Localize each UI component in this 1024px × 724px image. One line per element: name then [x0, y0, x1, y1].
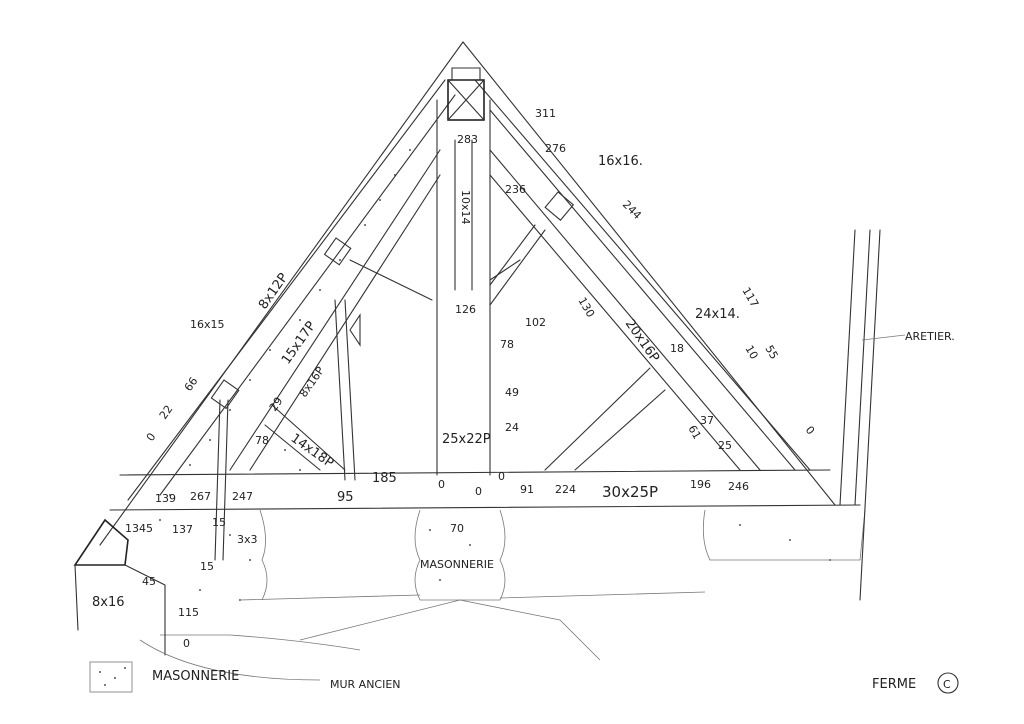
label: 10 — [742, 343, 760, 362]
label: 185 — [372, 471, 397, 486]
label: 25x22P — [442, 432, 491, 447]
label: 24 — [505, 421, 519, 434]
label: 70 — [450, 522, 464, 535]
label: 0 — [803, 424, 817, 438]
drawing-title: FERME — [872, 677, 916, 692]
label: 117 — [739, 285, 761, 310]
title-circle — [937, 672, 959, 694]
label: 246 — [728, 480, 749, 493]
label: 18 — [670, 342, 684, 355]
label: 8x16 — [92, 595, 125, 610]
label: 49 — [505, 386, 519, 399]
roof-rafters — [99, 41, 836, 546]
label: 0 — [183, 637, 190, 650]
label: 0 — [438, 478, 445, 491]
label: 66 — [182, 375, 201, 394]
label: 267 — [190, 490, 211, 503]
label: 0 — [475, 485, 482, 498]
label: 236 — [505, 183, 526, 196]
king-post — [436, 67, 491, 476]
label: 16x16. — [598, 154, 643, 169]
label: 244 — [620, 198, 644, 222]
label: ARETIER. — [905, 330, 955, 343]
label: 37 — [700, 414, 714, 427]
label: 15 — [200, 560, 214, 573]
label: 91 — [520, 483, 534, 496]
label: 196 — [690, 478, 711, 491]
label: 30x25P — [602, 483, 658, 501]
label: 16x15 — [190, 318, 225, 331]
label: 247 — [232, 490, 253, 503]
label: 115 — [178, 606, 199, 619]
dimension-labels: 311 276 16x16. 283 10x14 236 244 8x12P 1… — [92, 107, 955, 650]
label: 0 — [144, 431, 159, 444]
label: 55 — [762, 343, 780, 362]
label: 224 — [555, 483, 576, 496]
label: 20x16P — [622, 317, 662, 366]
label: 276 — [545, 142, 566, 155]
label: 1345 — [125, 522, 153, 535]
label: 0 — [498, 470, 505, 483]
label: 15 — [212, 516, 226, 529]
label: 14x18P — [288, 431, 337, 471]
legend-masonry-label: MASONNERIE — [152, 669, 239, 684]
label: 25 — [718, 439, 732, 452]
label: 137 — [172, 523, 193, 536]
tie-beam — [109, 469, 861, 511]
label: 78 — [255, 434, 269, 447]
label: 24x14. — [695, 307, 740, 322]
label: 8x16P — [297, 364, 327, 400]
label: 10x14 — [459, 190, 472, 225]
label: 95 — [337, 490, 354, 505]
wall-plate — [73, 518, 166, 656]
label: 61 — [685, 423, 703, 442]
label: 283 — [457, 133, 478, 146]
label: 311 — [535, 107, 556, 120]
purlin-blocks — [210, 191, 575, 410]
legend-old-wall-label: MUR ANCIEN — [330, 678, 401, 691]
label: 22 — [157, 403, 176, 422]
label: 29 — [267, 395, 286, 414]
label: 130 — [575, 295, 597, 320]
legend-masonry-box — [89, 639, 321, 693]
label: 102 — [525, 316, 546, 329]
drawing-title-mark: C — [943, 678, 951, 691]
hip-rafter — [839, 229, 906, 601]
label: 139 — [155, 492, 176, 505]
struts-braces — [214, 224, 666, 561]
masonry-hatching — [159, 149, 831, 601]
label: 126 — [455, 303, 476, 316]
label: 78 — [500, 338, 514, 351]
label: 45 — [142, 575, 156, 588]
label: MASONNERIE — [420, 558, 494, 571]
masonry-walls — [160, 509, 866, 661]
label: 3x3 — [237, 533, 258, 546]
